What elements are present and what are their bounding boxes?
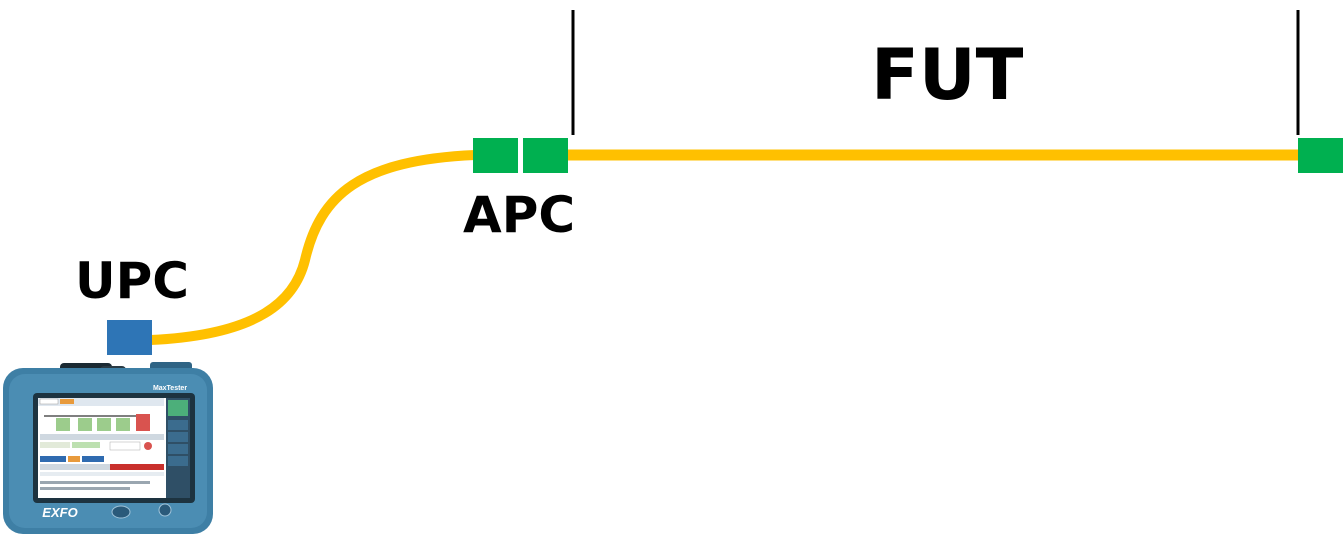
power-button-icon: [158, 503, 172, 517]
apc-connector-right: [523, 138, 568, 173]
apc-connector-left: [473, 138, 518, 173]
device-model-label: MaxTester: [153, 385, 187, 392]
home-button-icon: [111, 505, 131, 519]
upc-connector: [107, 320, 152, 355]
fut-label: FUT: [871, 34, 1024, 116]
otdr-device: MaxTester EXFO: [3, 362, 213, 534]
launch-fiber-cable: [145, 150, 480, 345]
apc-label: APC: [463, 186, 576, 244]
upc-label: UPC: [75, 252, 189, 310]
fut-end-connector: [1298, 138, 1343, 173]
device-brand-logo: EXFO: [42, 505, 77, 520]
